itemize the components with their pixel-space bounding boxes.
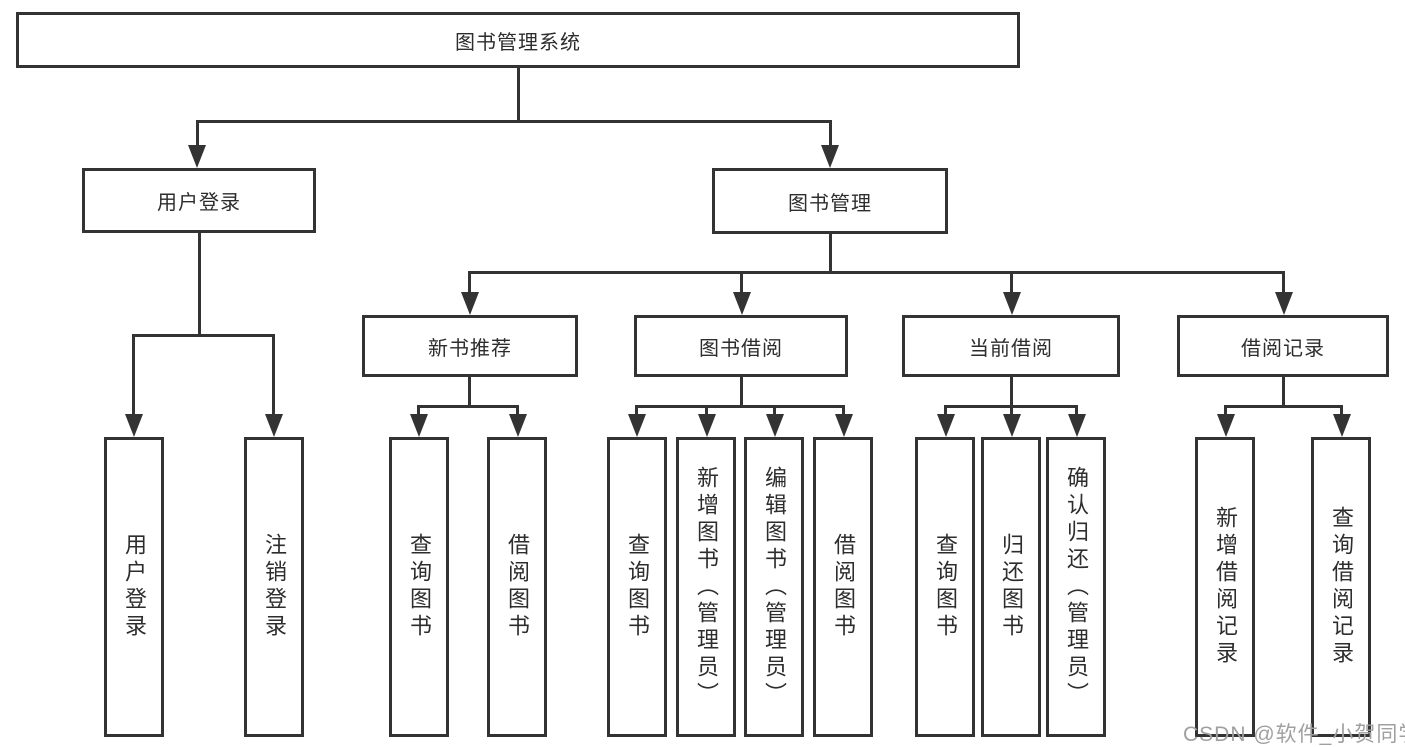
connector-drop-book-borrow (740, 271, 743, 293)
node-user-login: 用户登录 (82, 168, 316, 233)
connector-drop-leaf (516, 405, 519, 417)
connector-drop-new-book (468, 271, 471, 293)
leaf-edit-book-admin: 编辑图书（管理员） (744, 437, 804, 737)
arrow-down-icon (628, 414, 646, 437)
node-new-book-recommend: 新书推荐 (362, 315, 578, 377)
connector-drop-leaf (417, 405, 420, 417)
leaf-add-borrow-record: 新增借阅记录 (1195, 437, 1255, 737)
connector-drop-borrow-records (1282, 271, 1285, 293)
connector-book-management-stem (829, 234, 832, 274)
connector-root-stem (517, 68, 520, 120)
arrow-down-icon (1068, 414, 1086, 437)
connector-drop-leaf (272, 334, 275, 416)
connector-drop-book-management (829, 120, 832, 148)
connector-root-rail (197, 120, 832, 123)
leaf-borrow-books-1: 借阅图书 (487, 437, 547, 737)
node-current-borrow: 当前借阅 (902, 315, 1120, 377)
arrow-down-icon (265, 414, 283, 437)
connector-book-management-rail (469, 271, 1285, 274)
arrow-down-icon (1217, 414, 1235, 437)
connector-drop-leaf (944, 405, 947, 417)
connector-rail (1225, 405, 1342, 408)
node-library-management-system: 图书管理系统 (16, 12, 1020, 68)
connector-drop-leaf (1340, 405, 1343, 417)
arrow-down-icon (835, 414, 853, 437)
arrow-down-icon (1275, 292, 1293, 315)
node-borrow-records: 借阅记录 (1177, 315, 1389, 377)
watermark-text: CSDN @软件_小贺同学 (1183, 723, 1405, 746)
leaf-borrow-books-2: 借阅图书 (813, 437, 873, 737)
arrow-down-icon (125, 414, 143, 437)
arrow-down-icon (937, 414, 955, 437)
connector-drop-leaf (132, 334, 135, 416)
leaf-return-books: 归还图书 (981, 437, 1041, 737)
leaf-query-books-1: 查询图书 (389, 437, 449, 737)
leaf-add-book-admin: 新增图书（管理员） (676, 437, 736, 737)
leaf-query-books-2: 查询图书 (607, 437, 667, 737)
arrow-down-icon (461, 292, 479, 315)
leaf-user-login: 用户登录 (104, 437, 164, 737)
connector-stem (1010, 377, 1013, 408)
connector-user-login-rail (133, 334, 275, 337)
leaf-query-borrow-record: 查询借阅记录 (1311, 437, 1371, 737)
connector-drop-leaf (1075, 405, 1078, 417)
connector-drop-user-login (196, 120, 199, 148)
arrow-down-icon (821, 145, 839, 168)
arrow-down-icon (766, 414, 784, 437)
connector-drop-leaf (842, 405, 845, 417)
arrow-down-icon (1333, 414, 1351, 437)
arrow-down-icon (410, 414, 428, 437)
connector-drop-current-borrow (1010, 271, 1013, 293)
node-book-borrow: 图书借阅 (634, 315, 848, 377)
connector-rail (418, 405, 519, 408)
arrow-down-icon (1003, 414, 1021, 437)
leaf-confirm-return-admin: 确认归还（管理员） (1046, 437, 1106, 737)
arrow-down-icon (698, 414, 716, 437)
arrow-down-icon (188, 145, 206, 168)
connector-drop-leaf (773, 405, 776, 417)
connector-drop-leaf (1224, 405, 1227, 417)
leaf-logout-login: 注销登录 (244, 437, 304, 737)
connector-rail (636, 405, 845, 408)
arrow-down-icon (733, 292, 751, 315)
connector-drop-leaf (635, 405, 638, 417)
connector-stem (740, 377, 743, 408)
connector-user-login-stem (198, 233, 201, 336)
node-book-management: 图书管理 (712, 168, 948, 234)
connector-drop-leaf (1010, 405, 1013, 417)
arrow-down-icon (509, 414, 527, 437)
arrow-down-icon (1003, 292, 1021, 315)
leaf-query-books-3: 查询图书 (915, 437, 975, 737)
connector-stem (468, 377, 471, 408)
connector-stem (1282, 377, 1285, 408)
connector-drop-leaf (705, 405, 708, 417)
